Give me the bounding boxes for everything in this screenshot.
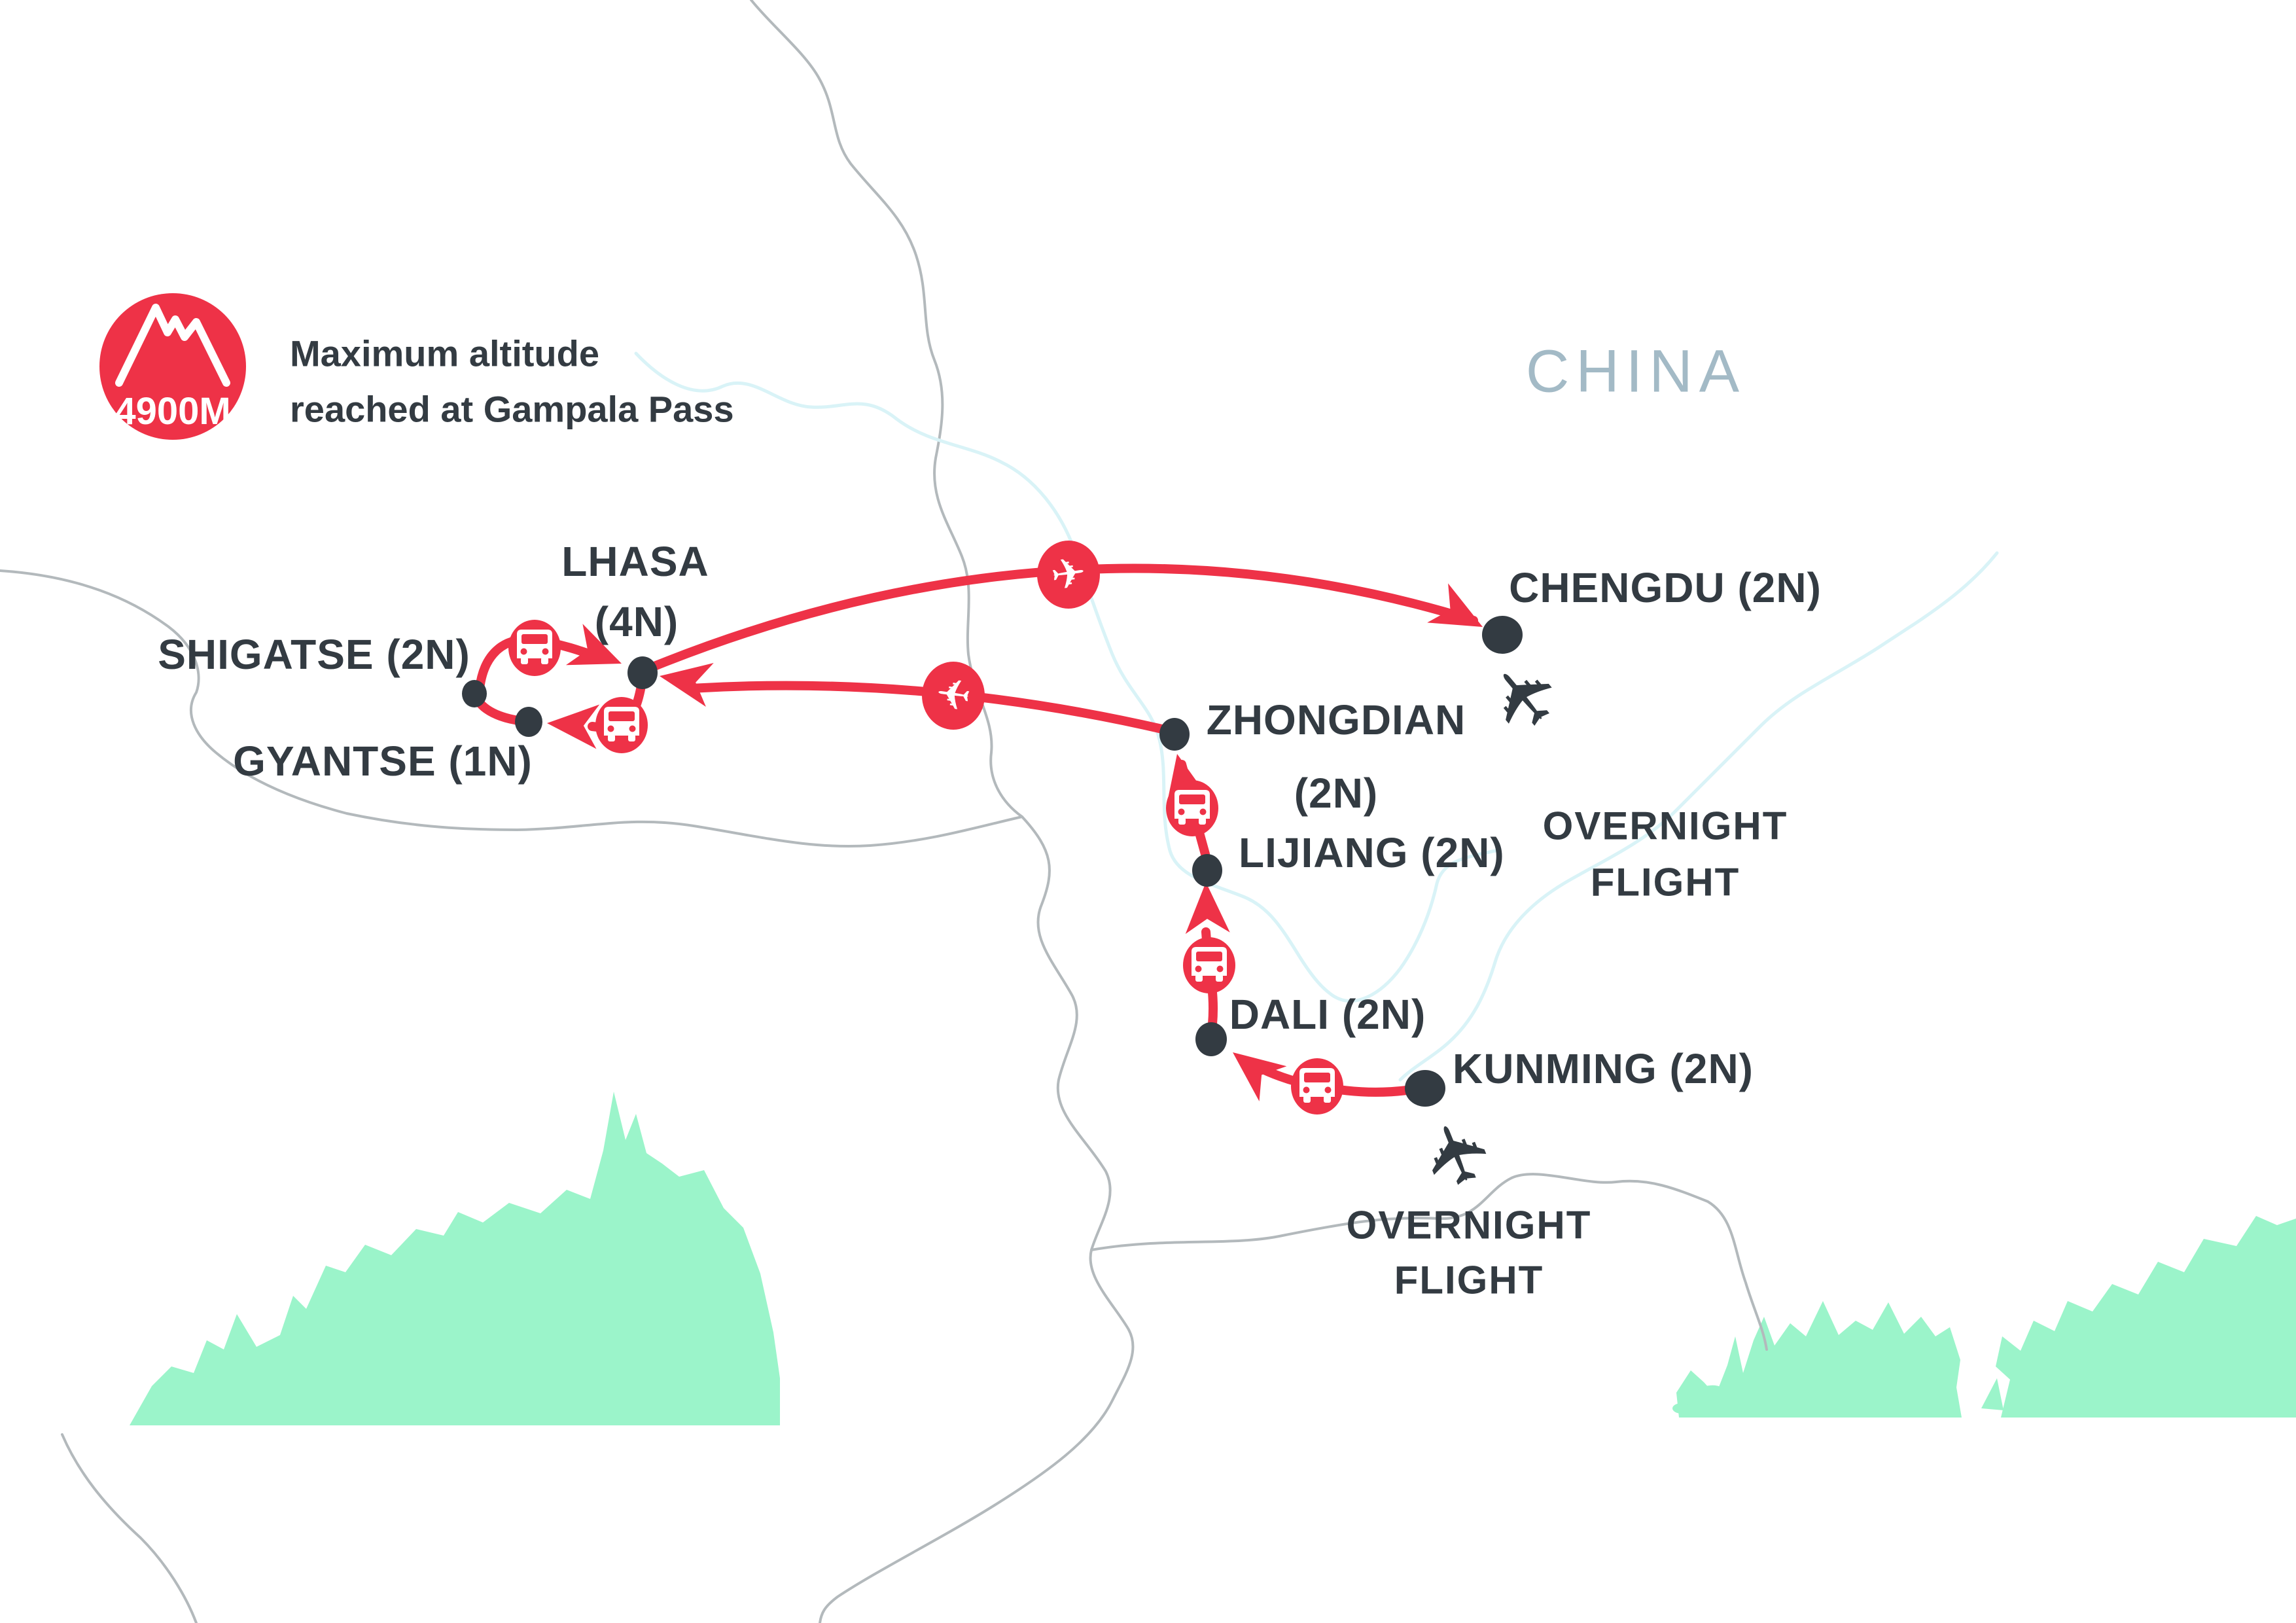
flight-badge: ✈ [922,662,985,730]
city-dot-lhasa [627,656,658,689]
overnight-flight-label-chengdu-line2: FLIGHT [1590,860,1740,904]
city-label-zhongdian-nights: (2N) [1294,770,1379,817]
border-line-south [1090,1173,1768,1351]
city-dot-kunming [1405,1070,1445,1107]
city-dot-chengdu [1482,616,1523,654]
city-dot-gyantse [515,707,542,737]
landmass-southwest [130,1092,780,1425]
city-label-dali: DALI (2N) [1229,991,1426,1038]
mountain-peaks-icon [115,304,230,387]
river-east [1398,551,1999,1082]
landmass-tip [1981,1378,2004,1410]
plane-icon: ✈ [1048,548,1089,601]
overnight-flight-label-kunming-line1: OVERNIGHT [1346,1203,1592,1247]
altitude-badge: 4900M [99,293,246,440]
overnight-plane-icon-chengdu: ✈ [1466,639,1583,752]
city-label-shigatse: SHIGATSE (2N) [158,631,470,678]
city-label-gyantse: GYANTSE (1N) [233,738,533,785]
bus-icon [508,620,561,676]
arrowhead-to-dali [1219,1035,1287,1101]
city-dot-shigatse [462,680,487,707]
bus-icon [595,697,648,753]
island [1689,1385,1723,1403]
border-line-corner [61,1433,198,1623]
city-dot-zhongdian [1159,718,1190,751]
city-label-lijiang: LIJIANG (2N) [1239,829,1505,876]
landmass-south [1676,1301,1962,1418]
region-label-china: CHINA [1525,338,1746,405]
bus-icon [1166,780,1218,836]
city-label-lhasa: LHASA [561,538,709,585]
bus-icon [1183,937,1235,993]
plane-icon: ✈ [932,669,974,722]
landmass-southeast [1996,1216,2296,1418]
altitude-note-line2: reached at Gampala Pass [290,388,734,430]
city-label-chengdu: CHENGDU (2N) [1509,564,1822,611]
city-label-zhongdian: ZHONGDIAN [1206,696,1466,743]
city-label-kunming: KUNMING (2N) [1453,1045,1754,1092]
border-line-west [0,569,1135,1623]
altitude-value: 4900M [115,390,230,433]
city-dot-dali [1195,1022,1227,1056]
flight-badge: ✈ [1037,541,1100,609]
altitude-note-line1: Maximum altitude [290,332,599,374]
river-upper [634,351,1497,1003]
overnight-flight-label-chengdu-line1: OVERNIGHT [1542,804,1788,848]
overnight-flight-label-kunming-line2: FLIGHT [1394,1258,1544,1302]
bus-icon [1291,1058,1343,1115]
city-label-lhasa-nights: (4N) [594,598,679,645]
city-dot-lijiang [1192,854,1222,887]
island [1672,1403,1691,1414]
